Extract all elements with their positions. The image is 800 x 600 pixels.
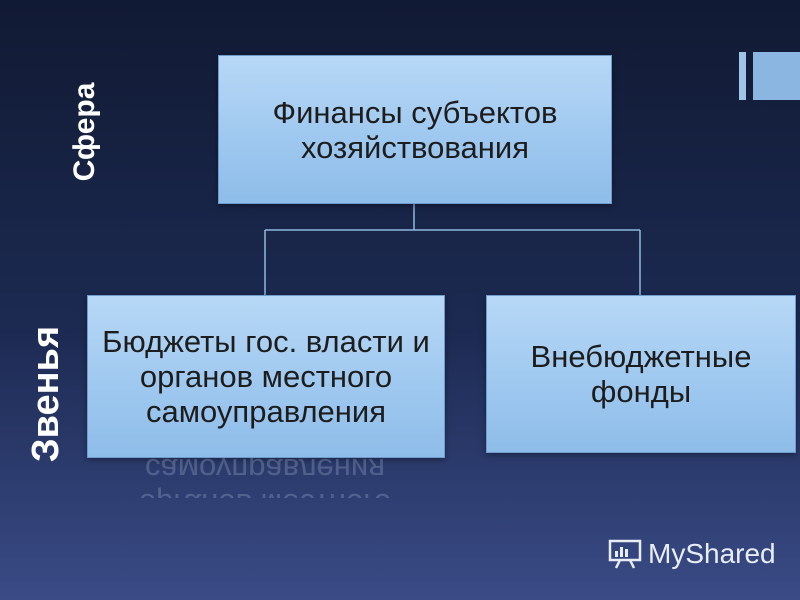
watermark: MyShared (608, 536, 776, 572)
child-node-budgets: Бюджеты гос. власти и органов местного с… (87, 295, 445, 458)
child-node-funds: Внебюджетные фонды (486, 295, 796, 453)
decorative-bar-wide (753, 52, 800, 100)
watermark-text: MyShared (648, 538, 776, 569)
root-node-text: Финансы субъектов хозяйствования (272, 94, 558, 165)
child-node-budgets-text: Бюджеты гос. власти и органов местного с… (102, 324, 430, 429)
presentation-board-icon (608, 539, 642, 569)
root-node: Финансы субъектов хозяйствования (218, 55, 612, 204)
child-node-funds-text: Внебюджетные фонды (530, 339, 752, 409)
decorative-bar-thin (739, 52, 746, 100)
